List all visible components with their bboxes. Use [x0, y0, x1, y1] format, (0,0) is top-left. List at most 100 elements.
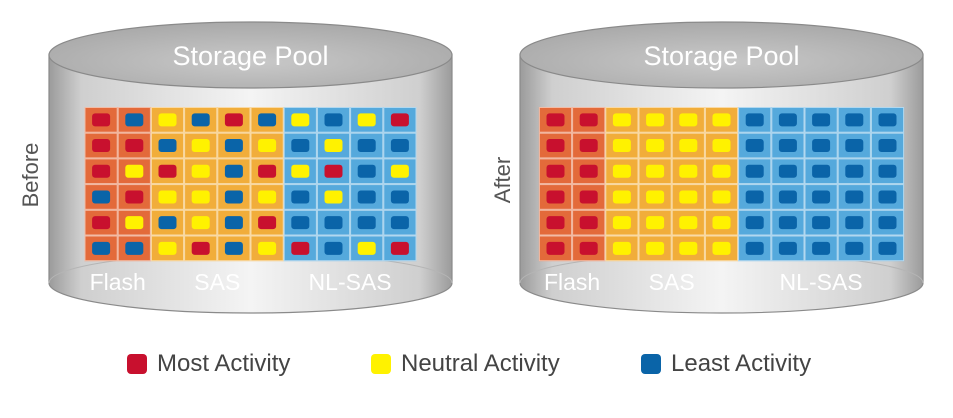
data-block-most: [224, 113, 243, 127]
grid-cell: [150, 209, 185, 236]
grid-cell: [250, 107, 284, 133]
data-block-least: [224, 139, 243, 153]
grid-cell: [771, 209, 805, 236]
grid-cell: [572, 209, 606, 236]
data-block-least: [258, 113, 277, 127]
grid-cell: [605, 132, 639, 159]
data-block-most: [546, 216, 565, 230]
grid-cell: [316, 158, 351, 185]
data-block-neutral: [679, 190, 698, 204]
data-block-neutral: [646, 216, 665, 230]
data-block-most: [546, 139, 565, 153]
data-block-neutral: [191, 139, 210, 153]
legend-swatch-most-activity: [127, 354, 147, 374]
data-block-least: [291, 216, 310, 230]
data-block-most: [92, 164, 111, 178]
data-block-neutral: [679, 164, 698, 178]
grid-cell: [383, 209, 417, 236]
grid-cell: [217, 158, 251, 185]
grid-cell: [804, 107, 838, 133]
grid-cell: [117, 158, 151, 185]
grid-cell: [250, 184, 284, 210]
data-block-neutral: [291, 164, 310, 178]
data-block-most: [546, 113, 565, 127]
data-block-most: [92, 216, 111, 230]
tier-label-sas: SAS: [649, 269, 695, 295]
data-block-neutral: [357, 241, 376, 255]
grid-cell: [350, 132, 384, 159]
tier-label-sas: SAS: [194, 269, 240, 295]
grid-cell: [837, 209, 871, 236]
grid-cell: [572, 235, 606, 262]
grid-cell: [704, 132, 739, 159]
grid-cell: [605, 158, 639, 185]
data-block-neutral: [679, 241, 698, 255]
grid-cell: [837, 184, 871, 210]
tier-label-flash: Flash: [544, 269, 600, 295]
data-block-most: [291, 241, 310, 255]
storage-pool-title: Storage Pool: [643, 41, 799, 71]
legend-label-most-activity: Most Activity: [157, 350, 291, 377]
grid-cell: [217, 209, 251, 236]
legend-label-neutral-activity: Neutral Activity: [401, 350, 560, 377]
grid-cell: [150, 158, 185, 185]
data-block-least: [845, 113, 864, 127]
tier-label-nlsas: NL-SAS: [780, 269, 863, 295]
data-block-most: [92, 113, 111, 127]
grid-cell: [184, 107, 218, 133]
data-block-neutral: [258, 190, 277, 204]
grid-cell: [771, 158, 805, 185]
grid-cell: [283, 132, 317, 159]
grid-cell: [217, 184, 251, 210]
data-block-neutral: [291, 113, 310, 127]
data-block-neutral: [712, 216, 731, 230]
grid-cell: [250, 158, 284, 185]
grid-cell: [184, 184, 218, 210]
data-block-neutral: [158, 113, 177, 127]
cylinder-top: [48, 21, 453, 89]
grid-cell: [638, 184, 672, 210]
data-block-most: [324, 164, 343, 178]
grid-cell: [316, 132, 351, 159]
grid-cell: [150, 107, 185, 133]
grid-cell: [870, 132, 905, 159]
grid-cell: [771, 184, 805, 210]
data-block-least: [812, 216, 831, 230]
data-block-most: [546, 164, 565, 178]
data-block-least: [745, 164, 764, 178]
data-block-neutral: [258, 139, 277, 153]
data-block-neutral: [612, 113, 631, 127]
grid-cell: [538, 158, 573, 185]
data-block-least: [778, 164, 797, 178]
data-block-neutral: [158, 241, 177, 255]
grid-cell: [837, 107, 871, 133]
grid-cell: [572, 184, 606, 210]
data-block-least: [357, 139, 376, 153]
data-block-least: [324, 216, 343, 230]
grid-cell: [250, 132, 284, 159]
data-block-neutral: [390, 164, 409, 178]
grid-cell: [383, 132, 417, 159]
grid-cell: [638, 235, 672, 262]
grid-cell: [350, 209, 384, 236]
data-block-least: [92, 190, 111, 204]
grid-cell: [870, 184, 905, 210]
data-block-neutral: [612, 241, 631, 255]
data-block-neutral: [679, 139, 698, 153]
grid-cell: [283, 235, 317, 262]
grid-cell: [671, 184, 705, 210]
grid-cell: [150, 235, 185, 262]
grid-cell: [738, 184, 772, 210]
data-block-neutral: [679, 216, 698, 230]
grid-cell: [150, 184, 185, 210]
data-block-least: [390, 216, 409, 230]
data-block-most: [191, 241, 210, 255]
grid-cell: [738, 209, 772, 236]
data-block-neutral: [191, 190, 210, 204]
grid-cell: [350, 107, 384, 133]
grid-cell: [704, 184, 739, 210]
grid-cell: [638, 209, 672, 236]
data-block-least: [878, 216, 897, 230]
data-block-most: [125, 190, 144, 204]
grid-cell: [671, 235, 705, 262]
